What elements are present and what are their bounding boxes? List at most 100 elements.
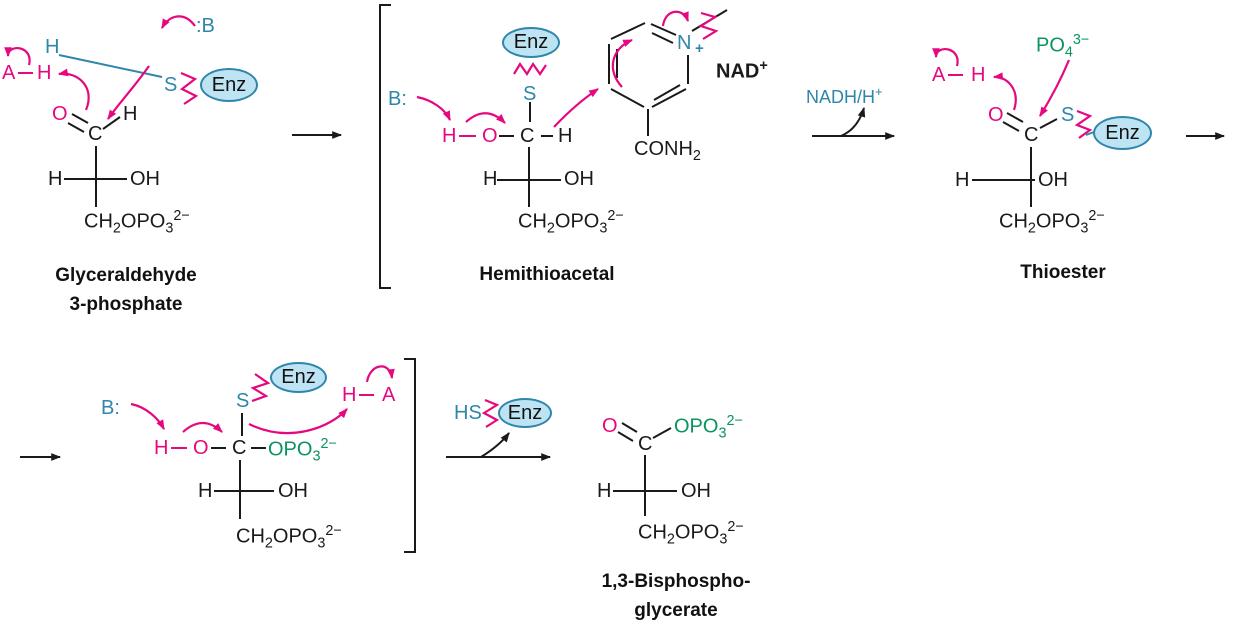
thiol-h-s-bond: [58, 54, 163, 78]
nad-squiggle: [698, 11, 719, 40]
bpg-c2-oh: OH: [681, 480, 711, 502]
curved-arrow: [1039, 59, 1071, 117]
nad-ring-plus: +: [695, 40, 704, 57]
int-c2-oh: OH: [278, 480, 308, 502]
curved-arrow: [365, 365, 395, 383]
g3p-carbonyl-o: O: [52, 103, 68, 125]
thio-acid-h: H: [971, 64, 986, 86]
bpg-structure-label: 1,3-Bisphospho- glycerate: [576, 568, 776, 625]
bpg-carbonyl-o: O: [602, 415, 618, 437]
curved-arrow: [182, 421, 223, 433]
int-base-b: B:: [101, 397, 120, 419]
enzyme-label: Enz: [1105, 121, 1140, 144]
curved-arrow: [992, 72, 1017, 111]
thio-enzyme-bubble: Enz: [1093, 116, 1152, 150]
int-enzyme-bubble: Enz: [270, 362, 327, 393]
enzyme-squiggle: [513, 61, 547, 77]
thio-c2-oh: OH: [1038, 169, 1068, 191]
int-atom-c1: C: [232, 437, 247, 459]
g3p-aldehyde-h: H: [123, 103, 138, 125]
int-atom-s: S: [236, 390, 250, 412]
enzyme-squiggle: [179, 71, 199, 105]
hta-enzyme-bubble: Enz: [502, 27, 560, 58]
hs-enz-squiggle: [481, 398, 500, 428]
g3p-acid-h: H: [37, 62, 52, 84]
curved-arrow: [130, 402, 165, 430]
g3p-acid-a: A: [2, 62, 16, 84]
enzyme-label: Enz: [507, 401, 543, 424]
hta-c2-h: H: [483, 168, 498, 190]
intermediate-mechanism-arrows: [130, 365, 395, 434]
curved-arrow: [932, 48, 959, 67]
right-bracket: [404, 358, 416, 553]
curved-arrow: [161, 15, 196, 29]
curved-arrow: [107, 65, 150, 120]
g3p-c2-h: H: [48, 168, 63, 190]
hemithioacetal-bonds: [459, 61, 561, 207]
hemithioacetal-mechanism-arrows: [416, 10, 690, 128]
thio-acid-a: A: [932, 64, 946, 86]
ring-bond: [610, 88, 645, 108]
hta-phosphate-formula: CH2OPO32−: [518, 208, 624, 237]
label-line: Hemithioacetal: [479, 264, 615, 285]
hta-base-b: B:: [388, 88, 407, 110]
ring-bond: [651, 88, 687, 108]
g3p-mechanism-arrows: [4, 15, 196, 120]
enzyme-label: Enz: [211, 73, 247, 96]
left-bracket: [379, 4, 391, 289]
nadh-label: NADH/H+: [806, 84, 883, 107]
g3p-c2-oh: OH: [130, 168, 160, 190]
ring-bond: [650, 23, 677, 36]
label-line: glycerate: [634, 599, 718, 621]
nadh-branch-arrow: [840, 106, 866, 137]
label-line: 3-phosphate: [69, 293, 183, 315]
g3p-base-b: :B: [196, 15, 215, 37]
ring-double-bond: [651, 32, 674, 44]
thio-free-phosphate: PO43−: [1036, 32, 1090, 61]
bond: [71, 113, 89, 124]
curved-arrow: [248, 408, 348, 434]
label-line: Glyceraldehyde: [55, 265, 197, 286]
int-hydroxyl-o: O: [193, 437, 209, 459]
free-enzyme-bubble: Enz: [498, 398, 552, 428]
hta-structure-label: Hemithioacetal: [440, 261, 654, 290]
thio-atom-c1: C: [1024, 124, 1039, 146]
enzyme-squiggle: [1074, 109, 1093, 139]
ring-bond: [610, 22, 646, 40]
intermediate-bonds: [171, 373, 374, 519]
enzyme-squiggle: [250, 373, 271, 403]
bpg-bonds: [613, 422, 677, 516]
thio-carbonyl-o: O: [988, 104, 1004, 126]
hta-atom-c1: C: [520, 125, 535, 147]
bond: [652, 427, 672, 439]
bpg-phosphate-group: OPO32−: [674, 413, 743, 442]
brackets: [379, 4, 416, 553]
curved-arrow: [661, 10, 690, 27]
thioester-bonds: [948, 74, 1095, 207]
bond: [621, 422, 638, 433]
hta-hydroxyl-h: H: [442, 125, 457, 147]
nad-ring-n: N: [677, 32, 692, 54]
enzyme-label: Enz: [281, 366, 316, 388]
bpg-c2-h: H: [597, 480, 612, 502]
g3p-atom-s: S: [164, 74, 178, 96]
hs-enz-branch-arrow: [480, 432, 510, 458]
thio-phosphate-formula: CH2OPO32−: [999, 208, 1105, 237]
nad-amide-formula: CONH2: [634, 138, 701, 164]
hta-atom-s: S: [523, 83, 537, 105]
thioester-mechanism-arrows: [932, 48, 1071, 117]
curved-arrow: [416, 95, 452, 122]
curved-arrow: [465, 112, 506, 124]
hta-c2-oh: OH: [564, 168, 594, 190]
s-enz-stub: [1085, 131, 1095, 136]
bpg-atom-c1: C: [638, 433, 653, 455]
hta-c1-h: H: [558, 125, 573, 147]
nad-plus-label: NAD+: [716, 58, 768, 83]
curved-arrow: [611, 38, 634, 88]
curved-arrow: [57, 68, 90, 111]
label-line: 1,3-Bisphospho-: [601, 571, 751, 592]
g3p-thiol-h: H: [45, 36, 60, 58]
bond: [67, 122, 85, 133]
